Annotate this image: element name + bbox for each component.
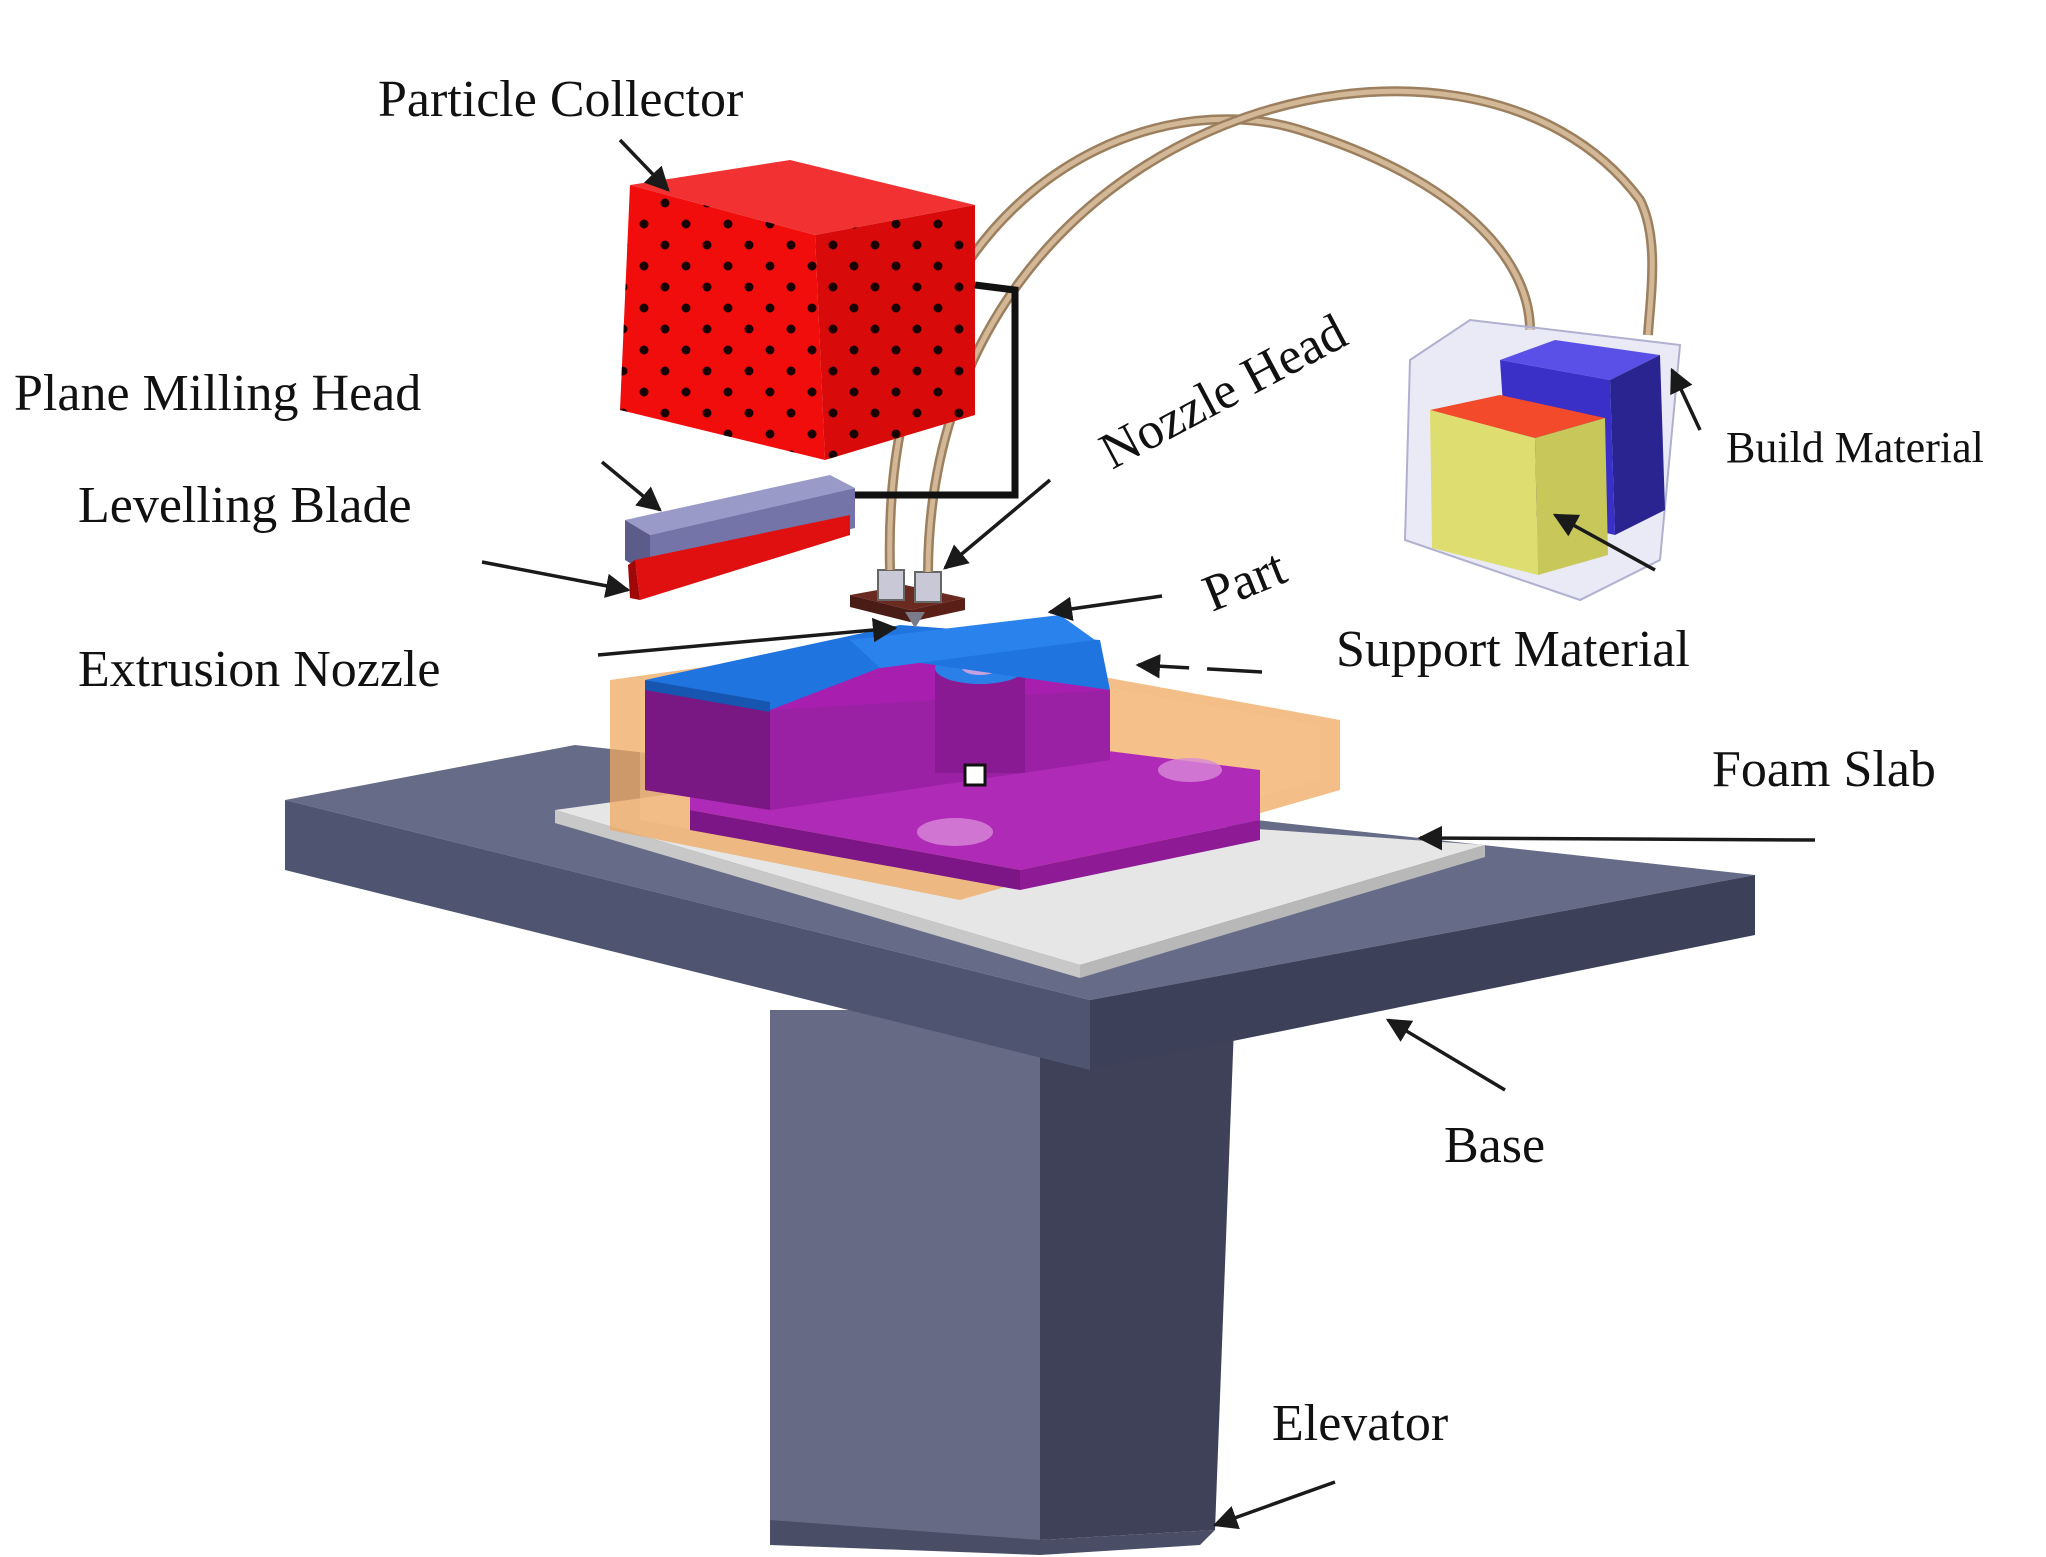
label-foam-slab: Foam Slab — [1712, 741, 1936, 798]
arrow-extrusion-nozzle — [597, 617, 898, 657]
arrow-elevator — [1212, 1480, 1336, 1530]
arrow-build-material — [1670, 367, 1702, 431]
arrow-support — [1135, 654, 1263, 679]
levelling-blade — [628, 515, 850, 600]
arrow-foam-slab — [1417, 825, 1816, 851]
arrow-particle-collector — [618, 138, 670, 192]
support-material-cartridge — [1430, 395, 1608, 575]
label-elevator: Elevator — [1272, 1395, 1448, 1452]
arrow-base — [1385, 1018, 1506, 1092]
leader-arrows — [481, 138, 1816, 1530]
label-base: Base — [1444, 1117, 1545, 1174]
labels: Particle Collector Plane Milling Head Le… — [14, 71, 1984, 1452]
elevator — [770, 1000, 1235, 1555]
arrow-levelling-blade — [481, 560, 631, 598]
arrow-support-material — [1552, 513, 1656, 572]
label-build-material: Build Material — [1726, 423, 1984, 472]
nozzle-head — [850, 569, 965, 628]
arrow-nozzle-head — [943, 478, 1052, 570]
label-particle-collector: Particle Collector — [378, 71, 743, 128]
part — [645, 615, 1260, 890]
label-levelling-blade: Levelling Blade — [78, 477, 412, 534]
arrow-part — [1047, 594, 1163, 622]
label-extrusion-nozzle: Extrusion Nozzle — [78, 641, 440, 698]
particle-collector — [620, 160, 1019, 499]
label-support-material: Support Material — [1336, 621, 1690, 678]
material-cartridges — [1403, 318, 1682, 602]
arrow-plane-milling-head — [600, 460, 662, 512]
label-part: Part — [1195, 539, 1295, 623]
label-nozzle-head: Nozzle Head — [1091, 304, 1356, 481]
label-plane-milling-head: Plane Milling Head — [14, 365, 421, 422]
